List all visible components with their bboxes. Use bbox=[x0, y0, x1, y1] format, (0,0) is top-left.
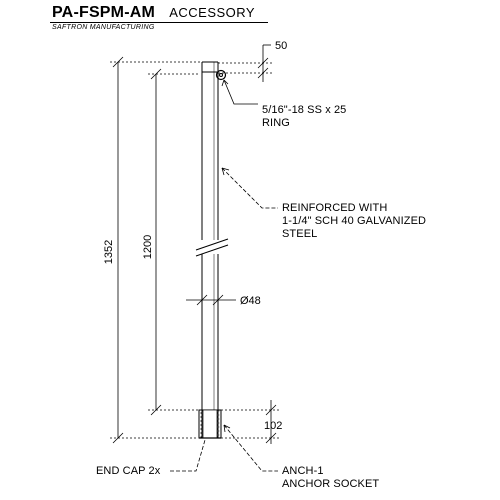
end-cap-leader bbox=[170, 439, 206, 472]
ring-icon bbox=[215, 69, 227, 81]
anchor-callout-line-1: ANCH-1 bbox=[282, 465, 324, 477]
overall-height-value: 1352 bbox=[103, 240, 115, 264]
steel-callout-line-2: 1-1/4" SCH 40 GALVANIZED bbox=[282, 215, 427, 227]
steel-callout: REINFORCED WITH 1-1/4" SCH 40 GALVANIZED… bbox=[282, 202, 426, 241]
break-line bbox=[195, 238, 229, 257]
diameter-value: Ø48 bbox=[240, 295, 261, 307]
post-length-dimension bbox=[148, 68, 200, 416]
ring-leader bbox=[221, 79, 258, 105]
socket-depth-dimension bbox=[221, 400, 280, 444]
category-label: ACCESSORY bbox=[169, 5, 256, 20]
socket-depth-value: 102 bbox=[264, 420, 282, 432]
title-underline bbox=[50, 22, 268, 23]
ring-callout-line-1: 5/16"-18 SS x 25 bbox=[262, 104, 347, 116]
overall-height-dimension bbox=[110, 56, 200, 444]
ring-callout-line-2: RING bbox=[262, 117, 290, 129]
anchor-socket bbox=[198, 409, 222, 439]
steel-callout-line-1: REINFORCED WITH bbox=[282, 202, 388, 214]
anchor-leader bbox=[223, 424, 278, 472]
diameter-dimension bbox=[186, 294, 236, 306]
end-cap-callout: END CAP 2x bbox=[96, 465, 161, 477]
anchor-callout-line-2: ANCHOR SOCKET bbox=[282, 478, 380, 490]
manufacturer-name: SAFTRON MANUFACTURING bbox=[52, 24, 155, 31]
model-number: PA-FSPM-AM bbox=[52, 4, 156, 21]
steel-callout-line-3: STEEL bbox=[282, 228, 318, 240]
cap-width-value: 50 bbox=[275, 40, 287, 52]
post-length-value: 1200 bbox=[142, 235, 154, 259]
anchor-callout: ANCH-1 ANCHOR SOCKET bbox=[282, 465, 379, 491]
drawing-title: PA-FSPM-AM ACCESSORY bbox=[52, 4, 255, 22]
steel-leader bbox=[221, 167, 278, 209]
cap-width-dimension bbox=[218, 44, 272, 82]
ring-callout: 5/16"-18 SS x 25 RING bbox=[262, 104, 346, 130]
